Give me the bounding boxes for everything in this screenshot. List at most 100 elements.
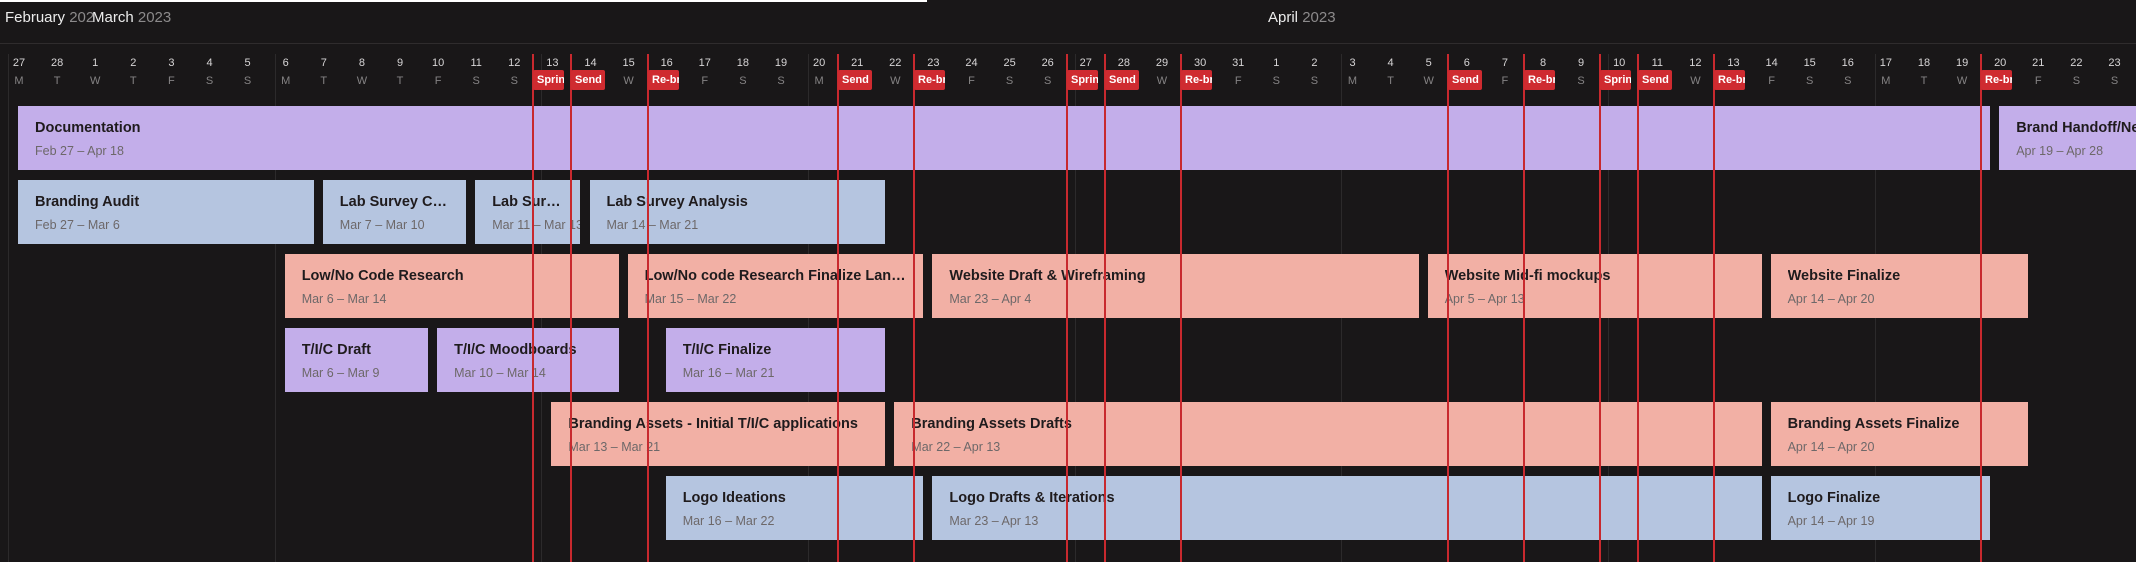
day-number: 30	[1193, 57, 1207, 69]
day-letter: T	[129, 75, 137, 87]
milestone-badge[interactable]: Re-brief	[1524, 70, 1555, 90]
milestone-line	[1599, 54, 1601, 562]
milestone-badge[interactable]: Spring	[533, 70, 564, 90]
milestone-badge[interactable]: Re-brief	[914, 70, 945, 90]
day-number: 18	[736, 57, 750, 69]
task-title: Logo Ideations	[682, 490, 786, 506]
task-bar[interactable]: Lab Survey DistributionMar 11 – Mar 13	[475, 180, 581, 244]
task-dates: Feb 27 – Mar 6	[35, 218, 120, 232]
milestone-line	[1523, 54, 1525, 562]
scroll-indicator	[0, 0, 927, 2]
day-letter: W	[356, 75, 368, 87]
milestone-line	[1180, 54, 1182, 562]
task-dates: Mar 7 – Mar 10	[339, 218, 425, 232]
day-number: 9	[396, 57, 404, 69]
milestone-badge[interactable]: Re-brief	[1181, 70, 1212, 90]
task-dates: Mar 23 – Apr 4	[949, 292, 1032, 306]
day-number: 6	[1463, 57, 1470, 69]
task-dates: Mar 15 – Mar 22	[644, 292, 737, 306]
header-separator	[0, 43, 2136, 44]
milestone-line	[1104, 54, 1106, 562]
milestone-badge[interactable]: Spring	[1600, 70, 1631, 90]
day-number: 17	[698, 57, 711, 69]
milestone-badge[interactable]: Send	[571, 70, 605, 90]
day-letter: F	[168, 75, 175, 87]
day-letter: S	[1806, 75, 1814, 87]
milestone-line	[647, 54, 649, 562]
day-number: 19	[774, 57, 788, 69]
milestone-line	[1447, 54, 1449, 562]
task-title: Website Finalize	[1787, 268, 1901, 284]
milestone-badge[interactable]: Send	[1638, 70, 1672, 90]
task-dates: Mar 6 – Mar 14	[301, 292, 387, 306]
day-number: 11	[470, 57, 482, 69]
day-letter: T	[53, 75, 61, 87]
month-label-february: February 2023	[5, 9, 93, 26]
milestone-badge[interactable]: Send	[1448, 70, 1482, 90]
day-number: 23	[2108, 57, 2121, 69]
day-number: 8	[1539, 57, 1547, 69]
day-letter: W	[890, 75, 901, 87]
day-number: 9	[1578, 57, 1585, 69]
milestone-badge[interactable]: Send	[1105, 70, 1139, 90]
day-number: 12	[508, 57, 521, 69]
day-number: 16	[1841, 57, 1854, 69]
task-title: T/I/C Finalize	[682, 342, 772, 358]
task-dates: Mar 13 – Mar 21	[568, 440, 661, 454]
milestone-badge[interactable]: Re-brief	[648, 70, 679, 90]
day-letter: T	[1920, 75, 1928, 87]
day-letter: S	[243, 75, 252, 87]
task-dates: Apr 19 – Apr 28	[2016, 144, 2104, 158]
milestone-badge[interactable]: Re-brief	[1981, 70, 2012, 90]
day-number: 8	[358, 57, 365, 69]
task-bar[interactable]: Lab Survey CreationMar 7 – Mar 10	[322, 180, 467, 244]
day-number: 15	[1803, 57, 1816, 69]
task-title: Documentation	[35, 120, 141, 136]
task-title: Lab Survey Distribution	[492, 194, 580, 210]
day-number: 12	[1689, 57, 1702, 69]
day-number: 2	[1311, 57, 1318, 69]
month-label-april: April 2023	[1268, 9, 1336, 26]
month-name: April	[1268, 9, 1299, 26]
day-letter: M	[814, 75, 824, 87]
task-dates: Mar 22 – Apr 13	[911, 440, 1001, 454]
day-number: 22	[889, 57, 902, 69]
task-title: Branding Assets Drafts	[911, 416, 1072, 432]
month-year: 2023	[69, 9, 93, 26]
milestone-line	[532, 54, 534, 562]
day-letter: F	[1768, 75, 1775, 87]
day-number: 6	[282, 57, 289, 69]
task-bar[interactable]: Branding Assets - Initial T/I/C applicat…	[551, 402, 886, 466]
task-title: Logo Drafts & Iterations	[949, 490, 1115, 506]
day-number: 22	[2070, 57, 2083, 69]
task-bar[interactable]: Brand Handoff/Next stepsApr 19 – Apr 28	[1999, 106, 2136, 170]
day-number: 18	[1917, 57, 1931, 69]
task-dates: Apr 14 – Apr 19	[1787, 514, 1875, 528]
day-number: 31	[1232, 57, 1245, 69]
day-number: 25	[1003, 57, 1016, 69]
day-number: 1	[92, 57, 99, 69]
day-letter: F	[1234, 75, 1242, 87]
milestone-badge[interactable]: Re-brief	[1714, 70, 1745, 90]
day-letter: M	[14, 75, 24, 87]
milestone-badge[interactable]: Spring	[1067, 70, 1098, 90]
milestone-badge[interactable]: Send	[838, 70, 872, 90]
month-year: 2023	[1302, 9, 1336, 26]
